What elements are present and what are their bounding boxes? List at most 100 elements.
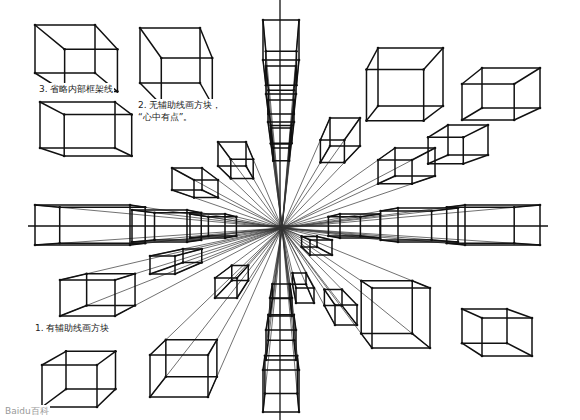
box-edge — [270, 128, 272, 144]
box-edge — [182, 249, 184, 263]
box-edge — [215, 297, 237, 299]
box-edge — [218, 142, 231, 159]
corner-mark — [327, 235, 330, 238]
box-edge — [115, 274, 135, 280]
guide-ray — [282, 228, 357, 305]
corner-mark — [134, 272, 137, 275]
corner-mark — [291, 283, 294, 286]
box-edge — [262, 20, 264, 60]
corner-mark — [331, 254, 334, 257]
box-edge — [59, 280, 61, 316]
box-edge — [215, 266, 232, 279]
box-edge — [149, 256, 151, 274]
box-edge — [371, 288, 373, 348]
corner-mark — [298, 19, 301, 22]
box-edge — [60, 274, 87, 280]
guide-ray — [130, 228, 282, 245]
corner-mark — [531, 355, 534, 358]
corner-mark — [116, 48, 119, 51]
corner-mark — [430, 239, 433, 242]
box-edge — [380, 211, 382, 240]
box-edge — [339, 214, 341, 238]
corner-mark — [160, 57, 163, 60]
box-edge — [150, 263, 183, 275]
box-edge — [462, 342, 507, 344]
box-edge — [140, 82, 200, 84]
guide-ray — [218, 166, 282, 228]
corner-mark — [481, 355, 484, 358]
box-edge — [266, 93, 296, 95]
box-edge — [94, 25, 96, 73]
box-edge — [246, 166, 253, 178]
corner-mark — [85, 272, 88, 275]
box-edge — [290, 284, 292, 298]
box-edge — [246, 142, 253, 159]
box-edge — [172, 189, 202, 191]
box-edge — [265, 355, 297, 357]
step-note: 2. 无辅助线画方块， “心中有点”。 — [137, 99, 237, 123]
box-edge — [150, 340, 166, 355]
guide-ray — [172, 190, 282, 228]
box-edge — [462, 343, 482, 356]
box-edge — [268, 113, 294, 115]
corner-mark — [201, 167, 204, 170]
box-edge — [271, 144, 273, 161]
corner-mark — [230, 264, 233, 267]
corner-mark — [343, 161, 346, 164]
guide-ray — [215, 228, 282, 298]
corner-mark — [247, 279, 250, 282]
box-edge — [320, 139, 344, 141]
box-edge — [342, 306, 357, 325]
corner-mark — [174, 255, 177, 258]
corner-mark — [96, 364, 99, 367]
box-edge — [40, 101, 115, 103]
box-edge — [237, 281, 248, 299]
box-edge — [35, 205, 60, 207]
corner-mark — [319, 161, 322, 164]
box-edge — [513, 84, 515, 120]
box-edge — [465, 244, 540, 246]
guide-ray — [282, 228, 314, 303]
corner-mark — [114, 315, 117, 318]
corner-mark — [65, 350, 68, 353]
box-edge — [428, 137, 463, 139]
box-edge — [230, 159, 232, 178]
corner-mark — [207, 396, 210, 399]
box-edge — [165, 340, 167, 377]
corner-mark — [271, 297, 274, 300]
watermark: Baidu百科 — [4, 405, 50, 417]
guide-ray — [237, 228, 282, 298]
corner-mark — [114, 388, 117, 391]
corner-mark — [293, 339, 296, 342]
box-edge — [442, 48, 444, 106]
corner-mark — [327, 216, 330, 219]
box-edge — [270, 298, 272, 316]
corner-mark — [481, 317, 484, 320]
corner-mark — [94, 24, 97, 27]
box-edge — [266, 329, 296, 331]
box-edge — [268, 339, 294, 341]
box-edge — [328, 214, 340, 217]
box-edge — [296, 60, 299, 85]
corner-mark — [411, 332, 414, 335]
box-edge — [514, 108, 540, 120]
box-edge — [310, 254, 332, 256]
box-edge — [224, 214, 226, 238]
box-edge — [132, 240, 155, 242]
corner-mark — [461, 119, 464, 122]
box-edge — [218, 166, 231, 178]
box-edge — [115, 351, 117, 389]
box-edge — [268, 90, 294, 92]
box-edge — [114, 102, 116, 148]
box-edge — [428, 125, 448, 137]
corner-mark — [267, 339, 270, 342]
corner-mark — [149, 396, 152, 399]
box-edge — [463, 137, 465, 163]
box-edge — [306, 284, 314, 303]
box-edge — [412, 281, 430, 288]
corner-mark — [58, 206, 61, 209]
box-edge — [161, 58, 163, 105]
box-edge — [273, 147, 289, 149]
corner-mark — [288, 160, 291, 163]
